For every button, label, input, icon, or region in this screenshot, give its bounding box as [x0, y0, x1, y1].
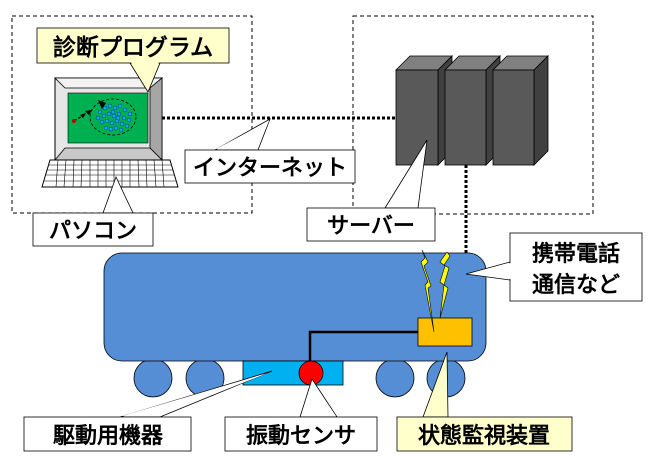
lightning-icon	[439, 251, 451, 319]
server-rack-icon	[395, 55, 549, 166]
lightning-icon	[420, 249, 435, 333]
label-mobile-comm-line2: 通信など	[532, 272, 620, 298]
laptop-icon	[41, 77, 179, 188]
sensor-cable	[308, 330, 418, 361]
label-pc: パソコン	[49, 219, 137, 244]
callout-diagnosis-program: 診断プログラム	[36, 27, 230, 93]
label-diagnosis-program: 診断プログラム	[53, 34, 213, 61]
wheel-icon	[133, 358, 466, 398]
railway-vehicle	[103, 249, 487, 398]
condition-monitor-box	[417, 317, 473, 347]
label-drive-equipment: 駆動用機器	[53, 424, 164, 449]
callout-mobile-comm: 携帯電話 通信など	[465, 232, 643, 302]
callout-vibration-sensor: 振動センサ	[224, 378, 378, 452]
keyboard	[41, 159, 179, 188]
callout-internet: インターネット	[184, 118, 356, 184]
label-internet: インターネット	[193, 156, 347, 181]
callout-drive-equipment: 駆動用機器	[23, 370, 273, 452]
server-unit	[492, 55, 549, 166]
callout-server: サーバー	[306, 139, 436, 242]
label-mobile-comm-line1: 携帯電話	[532, 241, 620, 267]
drive-equipment-box	[242, 360, 344, 386]
label-vibration-sensor: 振動センサ	[246, 424, 356, 449]
server-zone-border	[352, 15, 594, 215]
callout-condition-monitor: 状態監視装置	[396, 351, 573, 452]
label-server: サーバー	[327, 214, 415, 239]
label-condition-monitor: 状態監視装置	[418, 423, 550, 449]
server-unit	[444, 55, 501, 166]
callout-pc: パソコン	[32, 175, 154, 247]
